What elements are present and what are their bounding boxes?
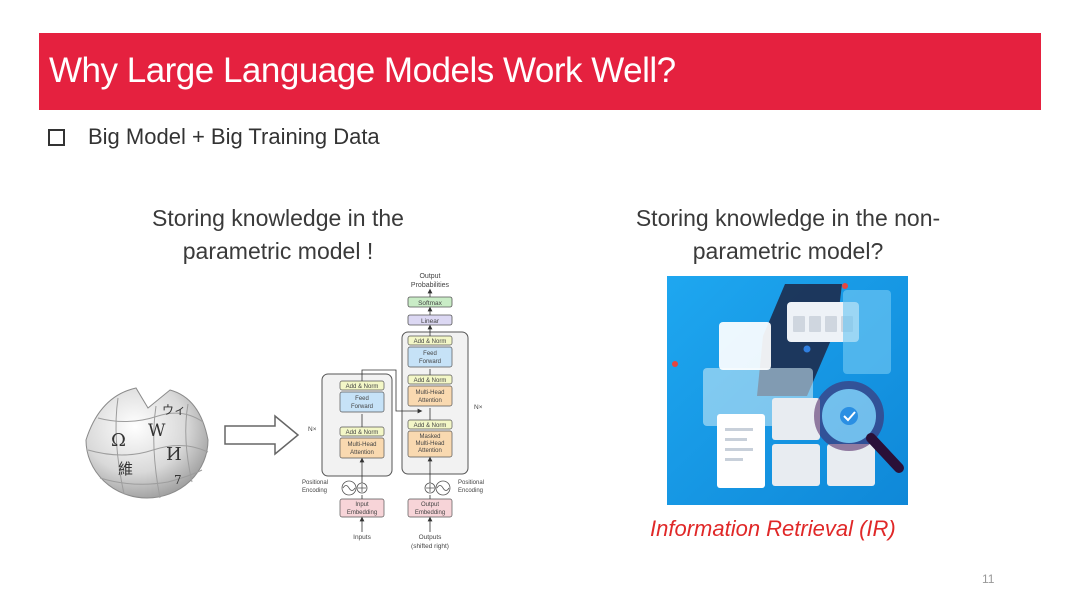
left-caption-line2: parametric model ! bbox=[182, 238, 374, 264]
information-retrieval-illustration bbox=[667, 276, 908, 505]
left-caption-line1: Storing knowledge in the bbox=[152, 205, 404, 231]
wiki-glyph-wi: ウィ bbox=[162, 403, 186, 417]
right-arrow-icon bbox=[224, 414, 300, 456]
decoder-nx-label: N× bbox=[474, 404, 483, 411]
decoder-attention-label: Attention bbox=[418, 398, 442, 404]
right-caption-line1: Storing knowledge in the non- bbox=[635, 205, 941, 231]
checkbox-bullet-icon bbox=[48, 128, 65, 146]
encoder-attention-label: Attention bbox=[350, 450, 374, 456]
left-caption: Storing knowledge in the parametric mode… bbox=[128, 202, 428, 268]
softmax-label: Softmax bbox=[418, 300, 443, 307]
inputs-label: Inputs bbox=[353, 534, 371, 541]
encoding-label-left: Encoding bbox=[302, 488, 327, 494]
encoder-forward-label: Forward bbox=[351, 404, 373, 410]
input-embedding-label: Input bbox=[355, 502, 369, 508]
decoder-add-norm-1: Add & Norm bbox=[414, 423, 447, 429]
positional-label-right: Positional bbox=[458, 480, 484, 486]
encoder-feed-label: Feed bbox=[355, 396, 369, 402]
encoder-multihead-label: Multi-Head bbox=[347, 442, 376, 448]
wiki-glyph-i: И bbox=[166, 444, 182, 465]
ir-label: Information Retrieval (IR) bbox=[650, 516, 896, 541]
outputs-shifted-label: (shifted right) bbox=[411, 543, 449, 550]
decoder-masked-attention-label: Attention bbox=[418, 448, 442, 454]
bullet-text: Big Model + Big Training Data bbox=[88, 124, 380, 149]
output-embedding-label-2: Embedding bbox=[415, 510, 445, 516]
transformer-architecture-diagram: Output Probabilities Softmax Linear N× A… bbox=[302, 273, 484, 550]
encoder-add-norm-1: Add & Norm bbox=[346, 430, 379, 436]
wikipedia-globe-icon: Ω W И 維 ウィ 7 bbox=[85, 387, 209, 499]
page-number: 11 bbox=[982, 572, 995, 586]
decoder-masked-label: Masked bbox=[419, 434, 440, 440]
encoding-label-right: Encoding bbox=[458, 488, 483, 494]
decoder-feed-label: Feed bbox=[423, 351, 437, 357]
positional-label-left: Positional bbox=[302, 480, 328, 486]
output-probabilities-label: Output bbox=[419, 273, 440, 280]
slide-title: Why Large Language Models Work Well? bbox=[49, 51, 676, 90]
bullet-item: Big Model + Big Training Data bbox=[48, 124, 380, 150]
linear-label: Linear bbox=[421, 318, 440, 325]
wiki-glyph-seven: 7 bbox=[174, 473, 182, 487]
decoder-add-norm-3: Add & Norm bbox=[414, 339, 447, 345]
outputs-label: Outputs bbox=[419, 534, 443, 541]
output-probabilities-label-2: Probabilities bbox=[411, 282, 450, 289]
decoder-forward-label: Forward bbox=[419, 359, 441, 365]
decoder-masked-multihead-label: Multi-Head bbox=[415, 441, 444, 447]
encoder-nx-label: N× bbox=[308, 426, 317, 433]
encoder-add-norm-2: Add & Norm bbox=[346, 384, 379, 390]
decoder-multihead-label: Multi-Head bbox=[415, 390, 444, 396]
decoder-add-norm-2: Add & Norm bbox=[414, 378, 447, 384]
wiki-glyph-w: W bbox=[148, 421, 166, 441]
title-bar: Why Large Language Models Work Well? bbox=[39, 33, 1041, 110]
right-caption-line2: parametric model? bbox=[692, 238, 884, 264]
wiki-glyph-wei: 維 bbox=[118, 460, 133, 478]
right-caption: Storing knowledge in the non- parametric… bbox=[598, 202, 978, 268]
wiki-glyph-omega: Ω bbox=[111, 430, 126, 451]
output-embedding-label: Output bbox=[421, 502, 439, 508]
input-embedding-label-2: Embedding bbox=[347, 510, 377, 516]
